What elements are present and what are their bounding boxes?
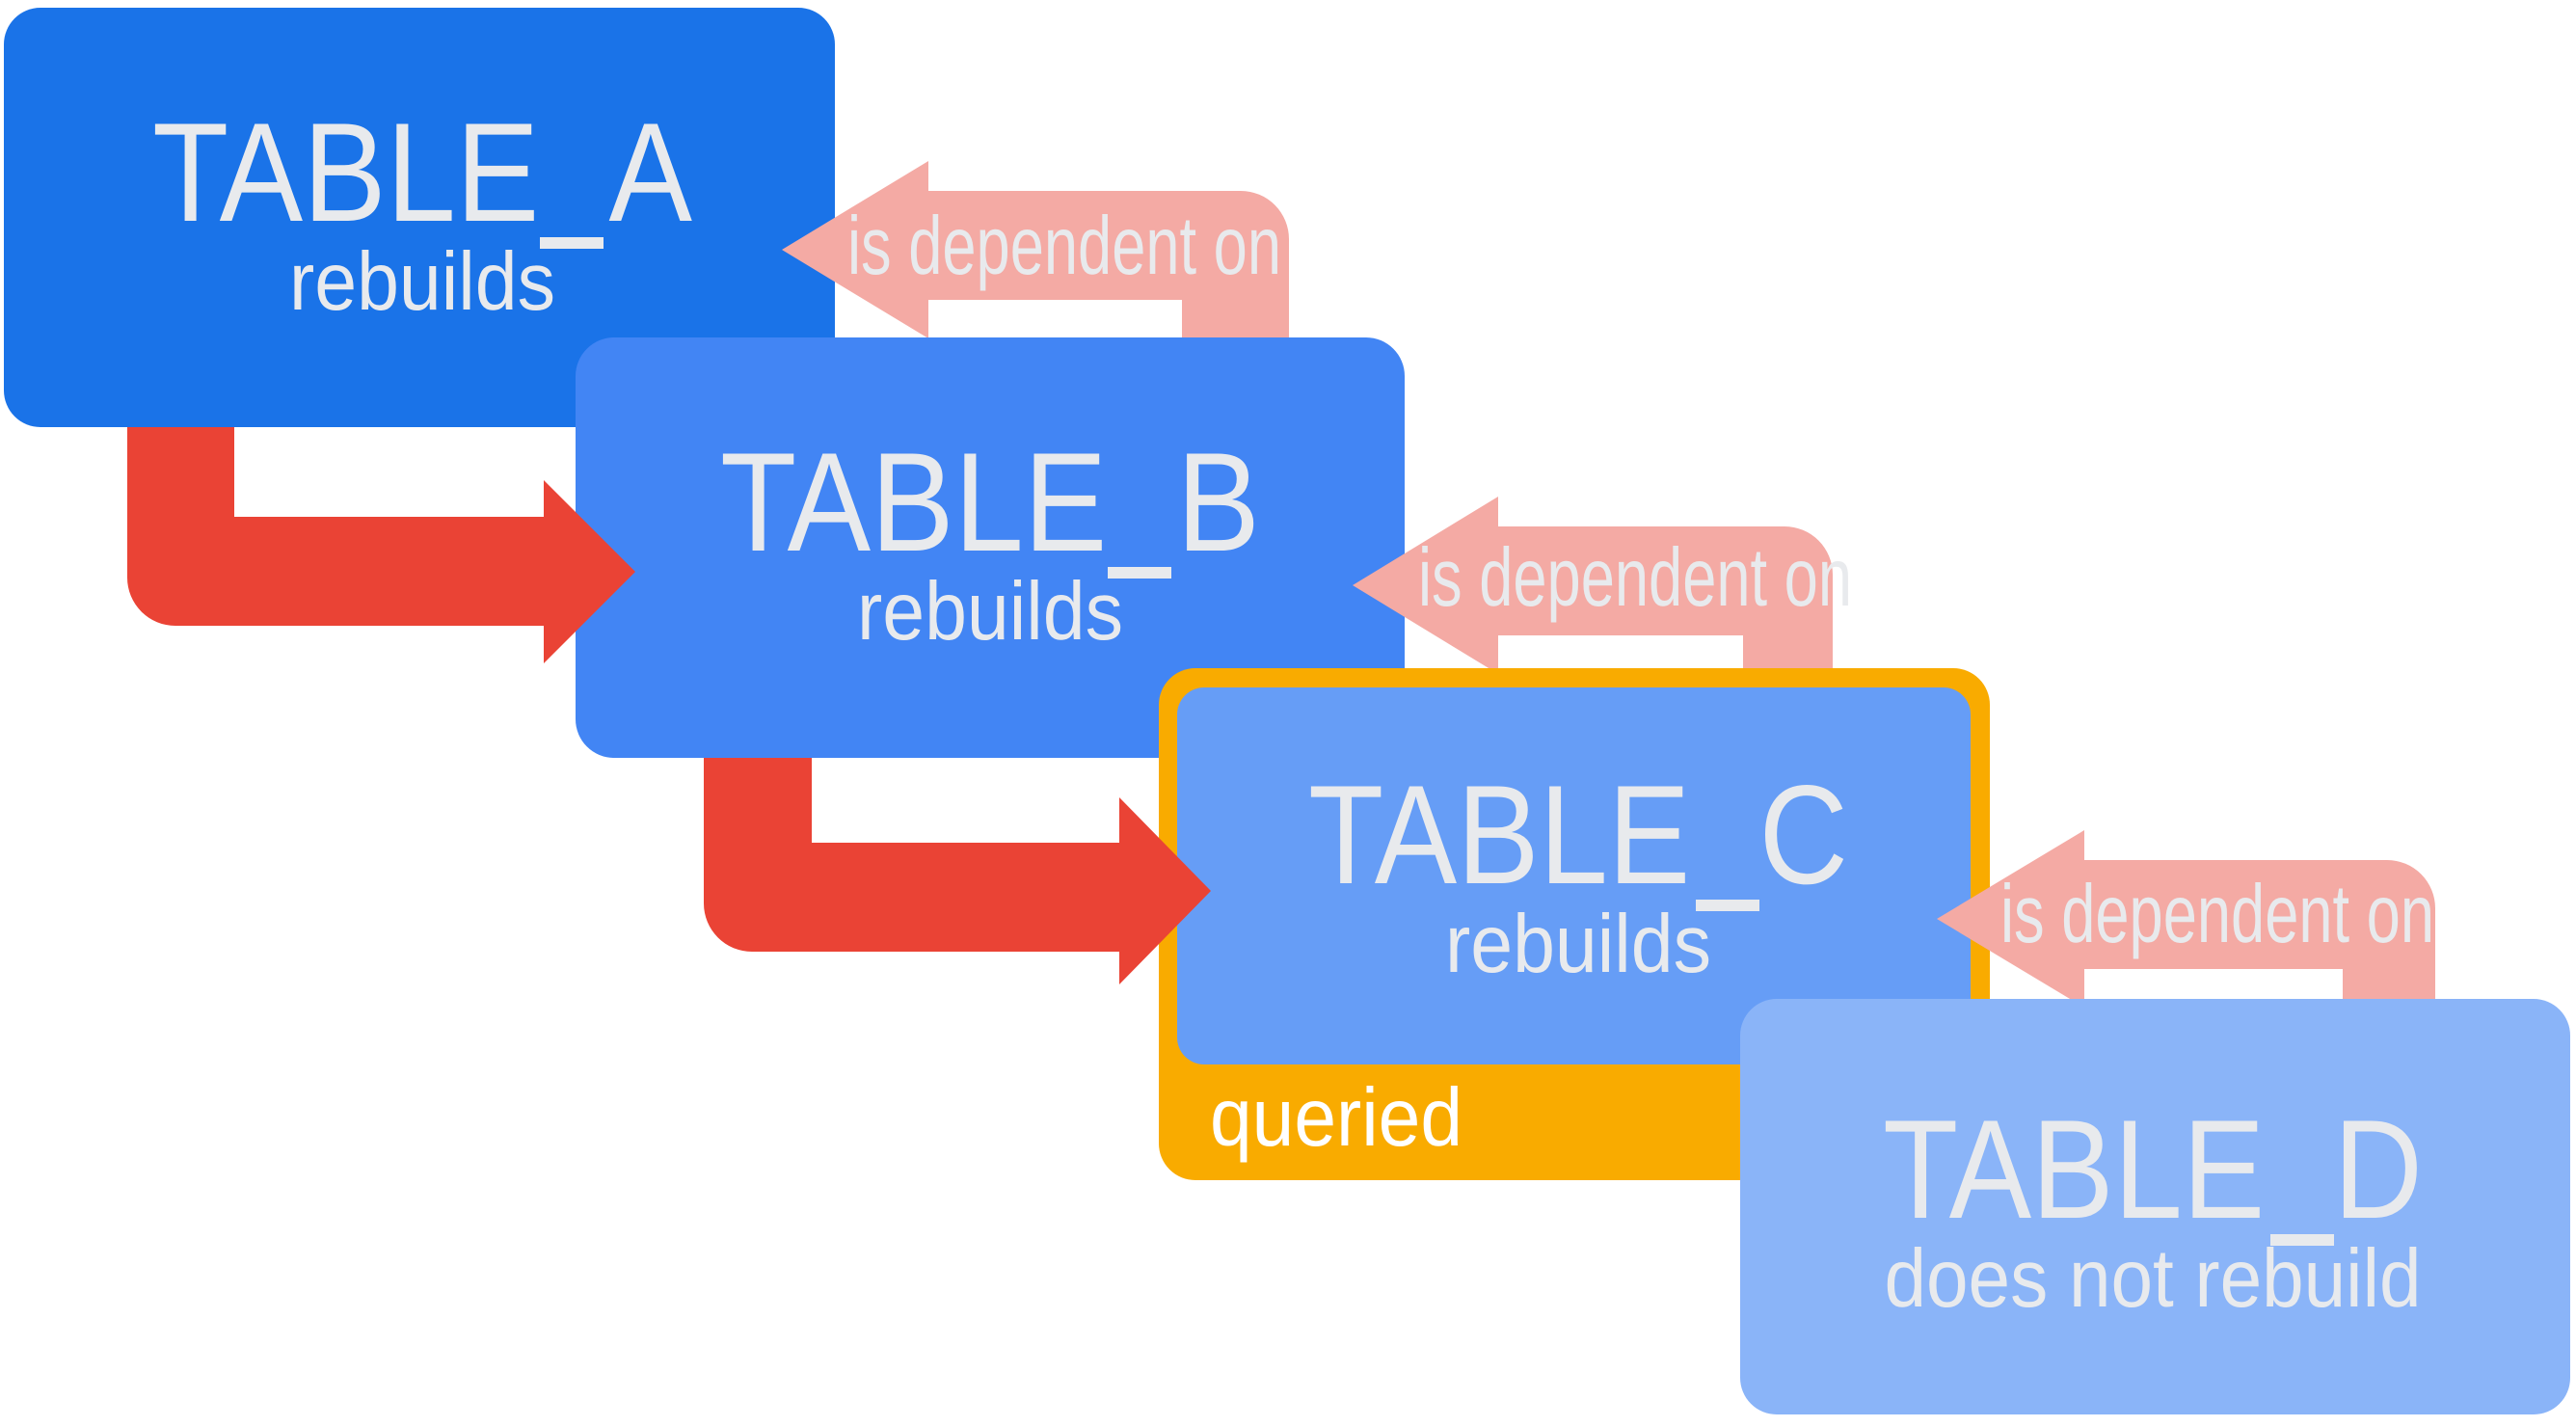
svg-text:TABLE B: TABLE B (720, 423, 1260, 580)
svg-text:rebuilds: rebuilds (1445, 899, 1711, 990)
svg-text:rebuilds: rebuilds (289, 236, 555, 328)
svg-text:is dependent on: is dependent on (1418, 532, 1852, 624)
svg-text:TABLE D: TABLE D (1883, 1090, 2423, 1248)
svg-text:TABLE A: TABLE A (152, 94, 693, 251)
svg-text:is dependent on: is dependent on (2000, 869, 2434, 960)
svg-text:TABLE C: TABLE C (1308, 756, 1848, 913)
svg-text:does not rebuild: does not rebuild (1885, 1233, 2422, 1325)
svg-text:queried: queried (1210, 1072, 1462, 1164)
svg-text:rebuilds: rebuilds (857, 566, 1123, 658)
svg-text:is dependent on: is dependent on (847, 201, 1281, 292)
